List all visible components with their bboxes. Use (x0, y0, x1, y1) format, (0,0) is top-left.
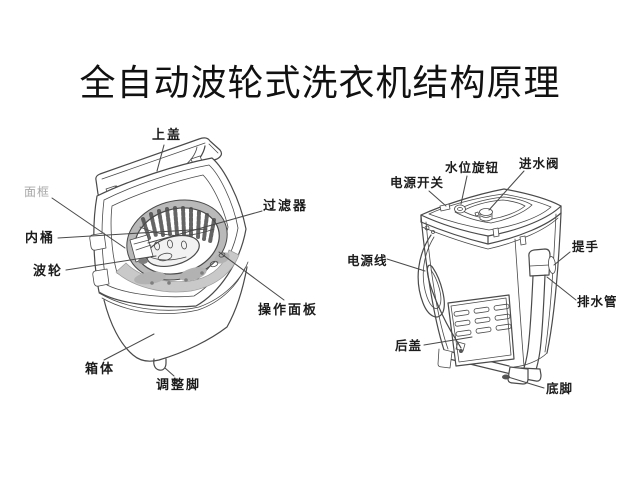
leader-line-inlet-valve (488, 170, 525, 211)
leader-line-face-frame (51, 197, 126, 249)
part-label-water-level-knob: 水位旋钮 (445, 161, 500, 175)
right-machine-illustration (417, 188, 562, 385)
control-panel-drawing (115, 249, 240, 293)
left-machine-illustration (89, 137, 249, 371)
part-label-filter: 过滤器 (263, 198, 309, 213)
leader-lines (51, 144, 577, 389)
power-switch-drawing (439, 203, 451, 212)
leader-line-control-panel (218, 251, 285, 301)
pulsator-drawing (146, 235, 200, 267)
leader-line-drain-hose (546, 276, 577, 301)
leader-line-cabinet (103, 333, 155, 361)
leader-line-pulsator (65, 255, 157, 271)
body-shell-drawing (420, 205, 562, 375)
leader-line-water-level-knob (460, 175, 468, 205)
leader-line-back-cover (423, 336, 473, 346)
part-label-cabinet: 箱体 (85, 361, 116, 376)
part-label-pulsator: 波轮 (33, 263, 64, 278)
drain-hose-drawing (519, 248, 551, 382)
leader-line-inner-tub (57, 228, 208, 239)
part-label-top-cover: 上盖 (152, 127, 183, 142)
inlet-valve-drawing (474, 208, 493, 222)
leader-line-power-switch (428, 190, 447, 207)
part-label-power-cord: 电源线 (347, 254, 388, 268)
part-label-power-switch: 电源开关 (390, 176, 445, 190)
part-label-bottom-foot: 底脚 (546, 382, 574, 396)
power-cord-drawing (417, 225, 462, 349)
part-label-drain-hose: 排水管 (577, 295, 618, 309)
part-label-inner-tub: 内桶 (25, 230, 56, 245)
part-label-back-cover: 后盖 (395, 339, 423, 353)
part-label-control-panel: 操作面板 (258, 302, 319, 317)
handle-drawing (548, 256, 556, 274)
cabinet-body-drawing (98, 261, 249, 371)
filter-drawing (129, 234, 154, 264)
leader-line-leveling-foot (164, 367, 175, 377)
part-label-face-frame: 面框 (24, 185, 51, 199)
leader-line-bottom-foot (507, 376, 545, 389)
part-label-inlet-valve: 进水阀 (519, 157, 560, 171)
leader-line-top-cover (156, 144, 165, 172)
leader-line-filter (147, 210, 263, 244)
leader-line-handle (553, 251, 571, 266)
part-label-handle: 提手 (572, 240, 600, 254)
leader-line-power-cord (386, 258, 426, 272)
back-cover-drawing (447, 294, 515, 367)
water-level-knob-drawing (454, 204, 466, 214)
part-label-leveling-foot: 调整脚 (156, 377, 202, 392)
feet-drawing (437, 348, 529, 385)
leveling-foot-drawing (153, 358, 167, 371)
page-title: 全自动波轮式洗衣机结构原理 (79, 63, 561, 103)
